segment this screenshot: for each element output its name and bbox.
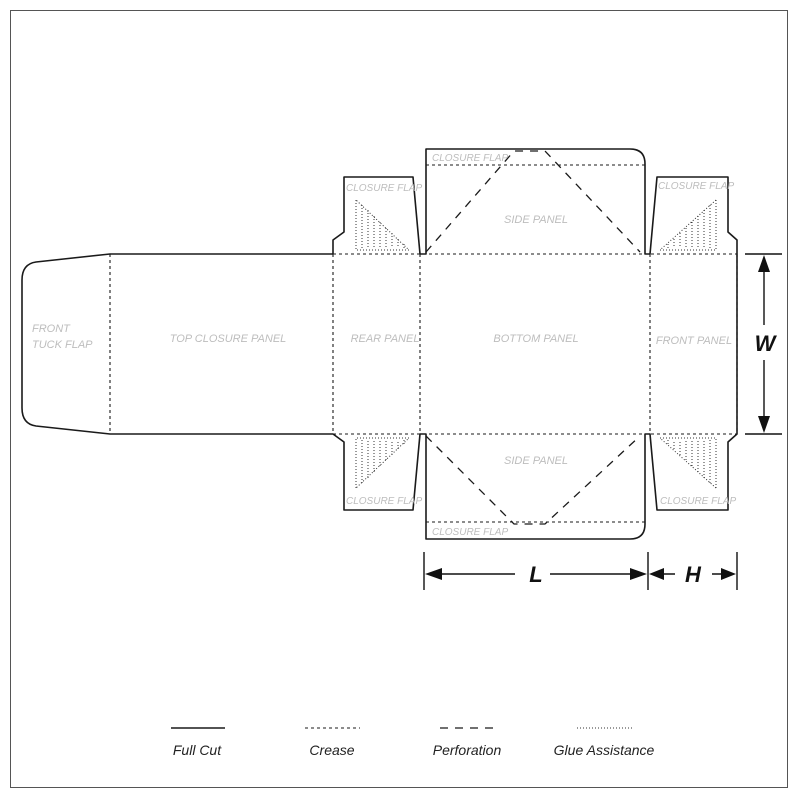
closure-flap-bottom-label: CLOSURE FLAP	[432, 527, 508, 538]
dimension-h	[649, 552, 738, 590]
closure-flap-right-bottom-label: CLOSURE FLAP	[660, 496, 736, 507]
glue-assistance-areas	[355, 198, 717, 490]
rear-panel-label: REAR PANEL	[351, 333, 420, 345]
front-tuck-flap-label-line1: FRONT	[32, 323, 71, 335]
closure-flap-top-label: CLOSURE FLAP	[432, 153, 508, 164]
dimension-l-label: L	[529, 562, 542, 587]
closure-flap-right-top-label: CLOSURE FLAP	[658, 181, 734, 192]
dimension-l	[423, 552, 649, 590]
crease-lines	[109, 164, 738, 523]
perforation-lines	[425, 150, 641, 525]
closure-flap-left-bottom-label: CLOSURE FLAP	[346, 496, 422, 507]
front-tuck-flap-label-line2: TUCK FLAP	[32, 339, 93, 351]
legend-crease-label: Crease	[309, 742, 354, 758]
front-panel-label: FRONT PANEL	[656, 335, 732, 347]
dimension-h-label: H	[685, 562, 702, 587]
legend-perforation-label: Perforation	[433, 742, 502, 758]
dimension-w	[745, 253, 782, 435]
dieline-outer-cut	[21, 148, 738, 540]
diagram-frame	[10, 10, 788, 788]
side-panel-bottom-label: SIDE PANEL	[504, 455, 568, 467]
bottom-panel-label: BOTTOM PANEL	[493, 333, 578, 345]
top-closure-panel-label: TOP CLOSURE PANEL	[170, 333, 287, 345]
legend-glue-assistance-label: Glue Assistance	[554, 742, 655, 758]
dimension-w-label: W	[755, 331, 778, 356]
closure-flap-left-top-label: CLOSURE FLAP	[346, 183, 422, 194]
legend-full-cut-label: Full Cut	[173, 742, 222, 758]
side-panel-top-label: SIDE PANEL	[504, 214, 568, 226]
